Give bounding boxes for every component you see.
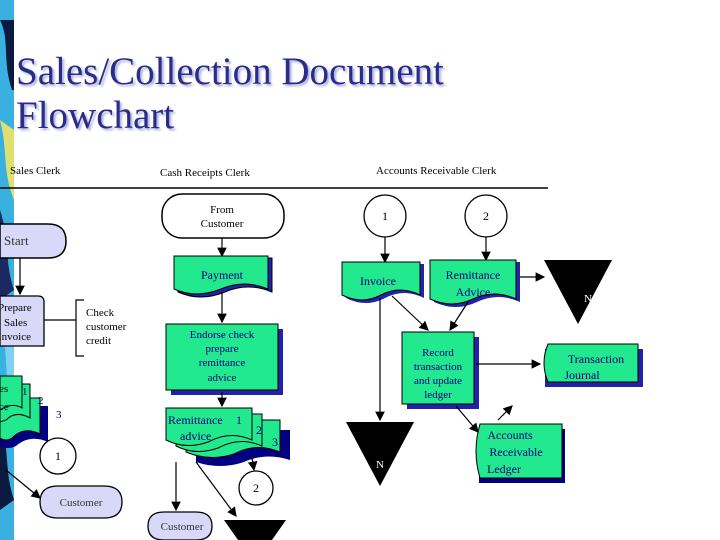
- remit-copy-sub: advice: [180, 429, 211, 443]
- left-copy-2-label: 2: [38, 395, 44, 407]
- endorse-check-label-4: advice: [208, 372, 237, 384]
- left-copy-3-label: 3: [56, 409, 62, 421]
- remit-copy-2-label: 2: [256, 423, 262, 437]
- endorse-check-label-2: prepare: [206, 343, 239, 355]
- check-credit-label-3: credit: [86, 335, 111, 347]
- check-credit-label-2: customer: [86, 321, 127, 333]
- left-copy-1-label: 1: [22, 386, 28, 398]
- from-customer-terminal: From Customer: [161, 193, 285, 239]
- connector-bottom-2-label: 2: [253, 481, 259, 495]
- customer-bottom-label: Customer: [161, 521, 204, 533]
- connector-1: 1: [363, 194, 407, 238]
- page-title: Sales/Collection Document Flowchart: [16, 50, 444, 137]
- customer-terminal-bottom: Customer: [147, 511, 213, 540]
- file-n-top-label: N: [584, 293, 592, 305]
- customer-terminal-left: Customer: [39, 485, 123, 519]
- payment-document: Payment: [173, 255, 273, 298]
- invoice-label: Invoice: [360, 274, 396, 288]
- check-credit-label-1: Check: [86, 307, 115, 319]
- record-transaction-label-1: Record: [422, 347, 454, 359]
- file-n-mid-label: N: [376, 459, 384, 471]
- remit-copy-1-label: 1: [236, 413, 242, 427]
- prepare-invoice-process: Prepare Sales Invoice: [0, 295, 45, 347]
- ar-ledger-label-3: Ledger: [487, 462, 521, 476]
- record-transaction-process: Record transaction and update ledger: [401, 331, 479, 409]
- connector-left-1-label: 1: [55, 449, 61, 463]
- remit-copy-title: Remittance: [168, 413, 223, 427]
- connector-bottom-2: 2: [238, 470, 274, 506]
- prepare-invoice-label-3: Invoice: [0, 331, 31, 343]
- record-transaction-label-4: ledger: [424, 389, 452, 401]
- file-n-top: N: [544, 260, 612, 324]
- remittance-advice-stack: Remittance advice 1 2 3: [165, 407, 290, 466]
- endorse-check-process: Endorse check prepare remittance advice: [165, 323, 283, 395]
- remittance-advice-label-1: Remittance: [446, 268, 501, 282]
- invoice-document: Invoice: [341, 261, 424, 303]
- prepare-invoice-label-1: Prepare: [0, 302, 32, 314]
- transaction-journal-label-2: Journal: [564, 368, 600, 382]
- ar-ledger-label-1: Accounts: [487, 428, 533, 442]
- remittance-advice-label-2: Advice: [456, 285, 491, 299]
- connector-1-label: 1: [382, 209, 388, 223]
- customer-left-label: Customer: [60, 497, 103, 509]
- connector-2-label: 2: [483, 209, 489, 223]
- ar-ledger-label-2: Receivable: [489, 445, 542, 459]
- transaction-journal-label-1: Transaction: [568, 352, 624, 366]
- start-label: Start: [4, 233, 29, 248]
- bottom-file-partial: [224, 520, 286, 540]
- prepare-invoice-label-2: Sales: [4, 317, 27, 329]
- endorse-check-label-3: remittance: [199, 357, 246, 369]
- payment-label: Payment: [201, 268, 244, 282]
- connector-left-1: 1: [39, 437, 77, 475]
- transaction-journal-file: Transaction Journal: [543, 343, 643, 387]
- record-transaction-label-2: transaction: [414, 361, 463, 373]
- start-terminal: Start: [0, 223, 67, 259]
- lane-header-cash-receipts-clerk: Cash Receipts Clerk: [160, 167, 250, 179]
- from-customer-label-2: Customer: [201, 218, 244, 230]
- left-partial-label-2: ce: [0, 401, 9, 413]
- endorse-check-label-1: Endorse check: [190, 329, 255, 341]
- check-credit-annotation: Check customer credit: [75, 299, 127, 357]
- left-partial-label-1: es: [0, 383, 8, 395]
- from-customer-label-1: From: [210, 204, 234, 216]
- file-n-mid: N: [346, 422, 414, 486]
- lane-header-ar-clerk: Accounts Receivable Clerk: [376, 165, 497, 177]
- remittance-advice-document: Remittance Advice: [429, 259, 520, 307]
- left-document-stack: es ce 1 2 3: [0, 375, 62, 448]
- remit-copy-3-label: 3: [272, 435, 278, 449]
- connector-2: 2: [464, 194, 508, 238]
- record-transaction-label-3: and update: [414, 375, 462, 387]
- lane-header-sales-clerk: Sales Clerk: [10, 165, 61, 177]
- ar-ledger-file: Accounts Receivable Ledger: [475, 423, 565, 483]
